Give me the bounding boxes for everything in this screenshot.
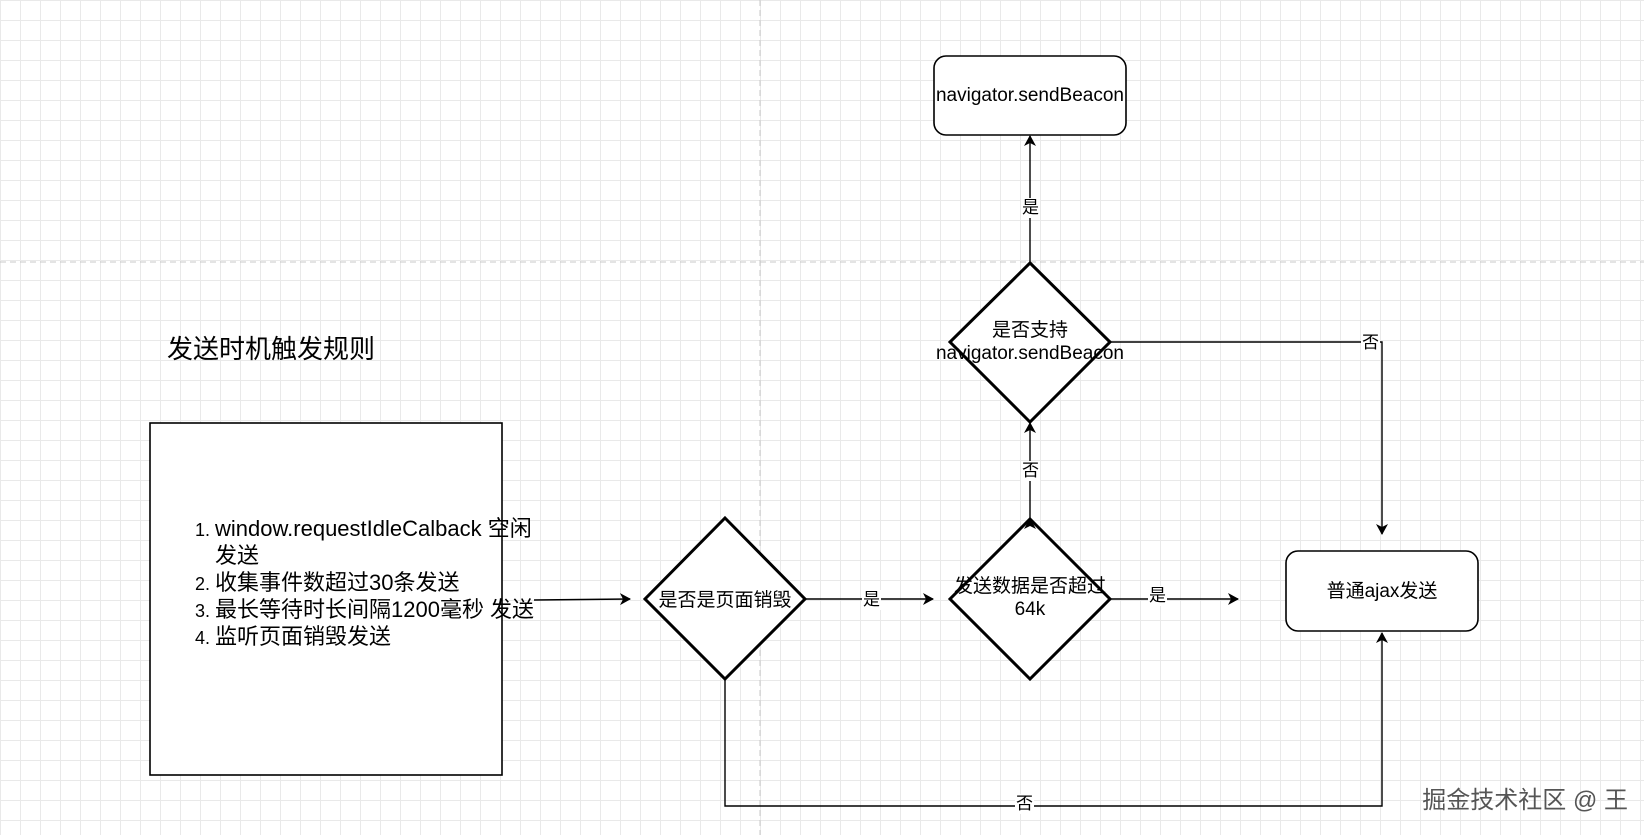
edge-label-size-to-ajax: 是 xyxy=(1148,586,1167,606)
edge-label-support-to-ajax: 否 xyxy=(1361,333,1380,353)
rule-item: 监听页面销毁发送 xyxy=(215,623,535,650)
data-size-diamond[interactable] xyxy=(947,516,1113,682)
support-beacon-label-line1: 是否支持 xyxy=(991,320,1068,341)
edge-support-to-ajax xyxy=(1110,341,1388,535)
ajax-box[interactable] xyxy=(1285,550,1479,632)
rule-item: 最长等待时长间隔1200毫秒 发送 xyxy=(215,596,535,623)
rules-list: window.requestIdleCalback 空闲发送 收集事件数超过30… xyxy=(190,515,535,650)
data-size-label-line1: 发送数据是否超过 xyxy=(953,576,1106,597)
edge-label-destroy-to-size: 是 xyxy=(862,590,881,610)
support-beacon-label-line2: navigator.sendBeacon xyxy=(935,343,1125,364)
ajax-box-label: 普通ajax发送 xyxy=(1326,580,1438,602)
edge-label-destroy-to-ajax: 否 xyxy=(1015,794,1034,814)
rule-item: 收集事件数超过30条发送 xyxy=(215,569,535,596)
edge-label-size-to-support: 否 xyxy=(1021,461,1040,481)
edge-destroy-to-ajax xyxy=(724,632,1388,807)
beacon-box-label: navigator.sendBeacon xyxy=(935,85,1125,106)
page-destroy-label: 是否是页面销毁 xyxy=(658,589,792,611)
edge-rules-to-destroy xyxy=(533,593,631,606)
support-beacon-label: 是否支持 navigator.sendBeacon xyxy=(920,312,1140,372)
rules-box[interactable] xyxy=(149,422,503,776)
data-size-label: 发送数据是否超过 64k xyxy=(930,573,1130,623)
edge-label-support-to-beacon: 是 xyxy=(1021,198,1040,218)
watermark: 掘金技术社区 @ 王 xyxy=(1422,787,1628,814)
rule-item: window.requestIdleCalback 空闲发送 xyxy=(215,515,535,569)
data-size-label-line2: 64k xyxy=(1014,599,1046,620)
page-title: 发送时机触发规则 xyxy=(167,334,376,364)
